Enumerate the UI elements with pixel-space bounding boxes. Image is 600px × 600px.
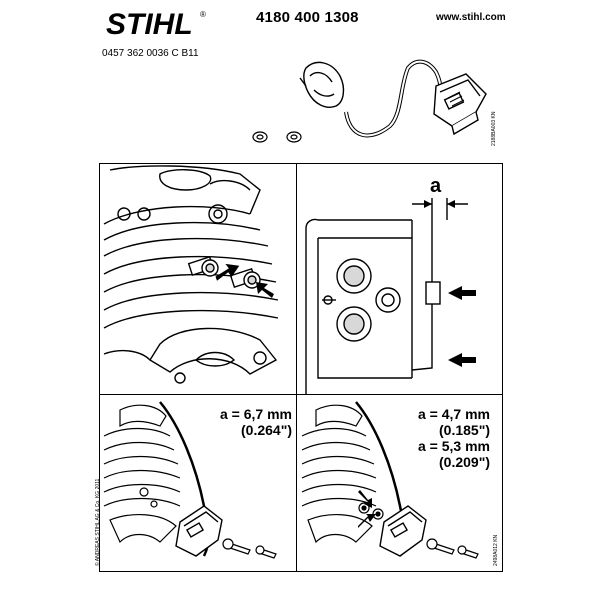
arrow-icon	[448, 286, 476, 367]
copyright-text: © ANDREAS STIHL AG & Co. KG 2011	[95, 478, 101, 566]
dimension-label: a	[430, 175, 442, 197]
ignition-module-icon	[379, 505, 427, 557]
air-gap-detail-panel	[302, 198, 500, 394]
measure-in: (0.264")	[241, 422, 292, 438]
measure2-mm: a = 5,3 mm	[418, 438, 490, 454]
variant-right-panel	[298, 396, 500, 572]
measure-mm: a = 6,7 mm	[220, 406, 292, 422]
ignition-module-icon	[175, 505, 223, 557]
arrow-icon	[358, 490, 376, 528]
dimension-arrow-icon	[424, 200, 455, 208]
mounting-boss-icon	[187, 256, 261, 289]
image-code-bottom: 2498A012 KN	[493, 534, 499, 566]
washer-icon	[358, 502, 384, 520]
vertical-divider	[296, 164, 297, 572]
part-number: 4180 400 1308	[256, 9, 359, 26]
parts-illustration	[240, 56, 500, 152]
measure1-in: (0.185")	[439, 422, 490, 438]
variant-left-measurement: a = 6,7 mm (0.264")	[180, 406, 292, 438]
brand-wordmark: STIHL	[106, 8, 193, 41]
variant-right-measurement: a = 4,7 mm (0.185") a = 5,3 mm (0.209")	[380, 406, 490, 470]
image-code-top: 2188BA003 KN	[491, 111, 497, 146]
nut-icon	[252, 131, 302, 143]
measure1-mm: a = 4,7 mm	[418, 406, 490, 422]
website-link[interactable]: www.stihl.com	[436, 12, 506, 23]
arrow-icon	[215, 263, 274, 298]
horizontal-divider	[99, 394, 503, 395]
stihl-logo: STIHL ®	[104, 5, 208, 41]
document-number: 0457 362 0036 C B11	[102, 48, 199, 59]
screw-icon	[222, 538, 277, 559]
cylinder-view-panel	[100, 164, 292, 394]
variant-left-panel	[100, 396, 296, 572]
measure2-in: (0.209")	[439, 454, 490, 470]
screw-icon	[426, 538, 479, 559]
spark-plug-boot-icon	[299, 61, 345, 108]
ignition-module-icon	[433, 73, 487, 136]
registered-mark: ®	[200, 10, 206, 19]
